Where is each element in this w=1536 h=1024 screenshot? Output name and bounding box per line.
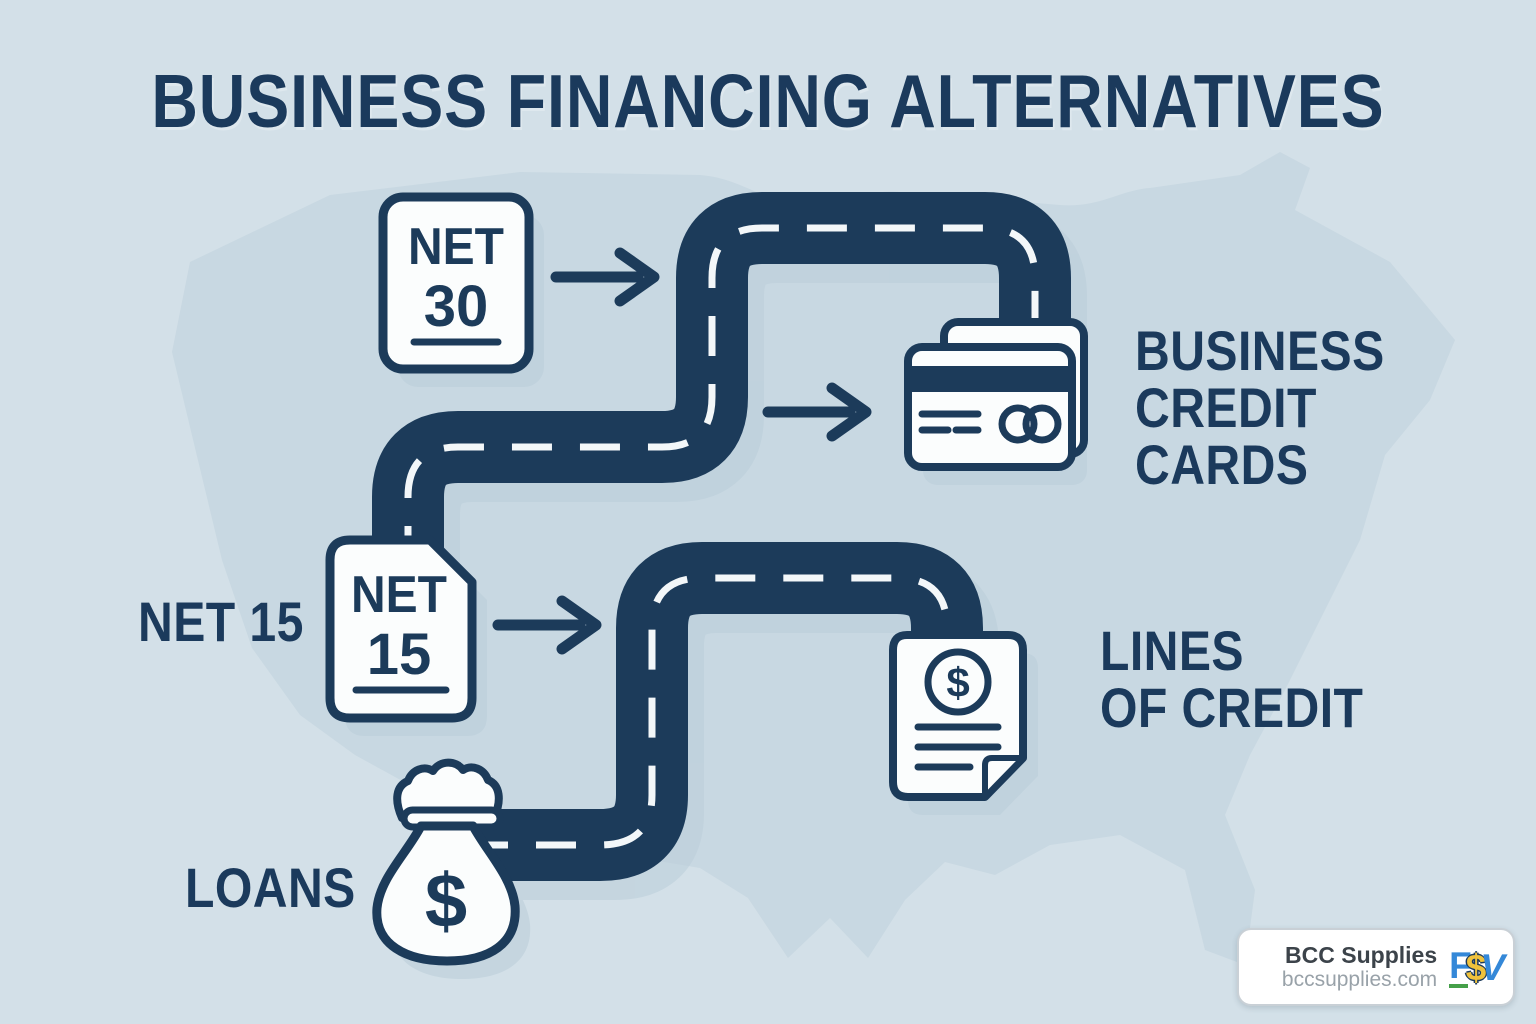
net30-sign-line1: NET xyxy=(408,218,504,276)
brand-website: bccsupplies.com xyxy=(1281,968,1438,992)
business-credit-cards-line1: BUSINESS xyxy=(1135,319,1385,382)
brand-logo-dollar: $ xyxy=(1465,946,1486,988)
brand-name: BCC Supplies xyxy=(1285,941,1438,968)
lines-of-credit-line2: OF CREDIT xyxy=(1100,676,1364,739)
arrow-credit-cards-icon xyxy=(762,382,872,442)
credit-document-icon: $ xyxy=(889,631,1027,801)
net15-sign: NET 15 xyxy=(325,535,477,723)
page-title: BUSINESS FINANCING ALTERNATIVES xyxy=(0,58,1536,144)
card-circles xyxy=(998,404,1062,444)
brand-badge-text: BCC Supplies bccsupplies.com xyxy=(1282,942,1437,993)
document-folded-corner xyxy=(982,755,1026,800)
road-top-centerline xyxy=(404,224,1039,566)
document-dollar-circle xyxy=(924,648,992,716)
arrow-net30-icon xyxy=(550,247,660,307)
credit-cards-icon xyxy=(904,318,1088,471)
lines-of-credit-label: LINES OF CREDIT xyxy=(1100,622,1406,736)
net15-sign-line1: NET xyxy=(351,566,447,624)
business-credit-cards-label: BUSINESS CREDIT CARDS xyxy=(1135,322,1425,493)
card-detail-lines xyxy=(918,410,982,434)
money-bag-icon: $ xyxy=(372,758,520,966)
brand-logo-icon: F $ V xyxy=(1449,944,1505,988)
loans-label: LOANS xyxy=(185,860,384,916)
money-bag-dollar-symbol: $ xyxy=(425,859,467,944)
brand-badge: BCC Supplies bccsupplies.com F $ V xyxy=(1237,928,1515,1006)
money-bag-knot xyxy=(393,758,503,822)
lines-of-credit-line1: LINES xyxy=(1100,619,1244,682)
loans-label-text: LOANS xyxy=(185,856,356,919)
road-to-credit-cards xyxy=(372,192,1071,566)
net15-sign-line2: 15 xyxy=(367,622,432,687)
road-to-lines-of-credit xyxy=(468,542,983,881)
document-text-lines xyxy=(914,723,1002,771)
money-bag-body xyxy=(372,821,520,966)
business-credit-cards-line3: CARDS xyxy=(1135,433,1309,496)
document-dollar-symbol: $ xyxy=(946,659,969,706)
card-magnetic-stripe xyxy=(912,366,1068,392)
page-title-text: BUSINESS FINANCING ALTERNATIVES xyxy=(151,59,1385,143)
net30-sign: NET 30 xyxy=(378,192,534,374)
net15-label-text: NET 15 xyxy=(138,590,304,653)
net30-sign-line2: 30 xyxy=(424,274,489,339)
brand-logo-letter-f: F xyxy=(1449,944,1472,988)
brand-logo-letter-v: V xyxy=(1480,946,1505,988)
business-credit-cards-line2: CREDIT xyxy=(1135,376,1317,439)
arrow-net15-icon xyxy=(492,595,602,655)
net15-label: NET 15 xyxy=(138,594,331,650)
arrows xyxy=(492,247,872,655)
road-bottom-centerline xyxy=(468,574,951,849)
